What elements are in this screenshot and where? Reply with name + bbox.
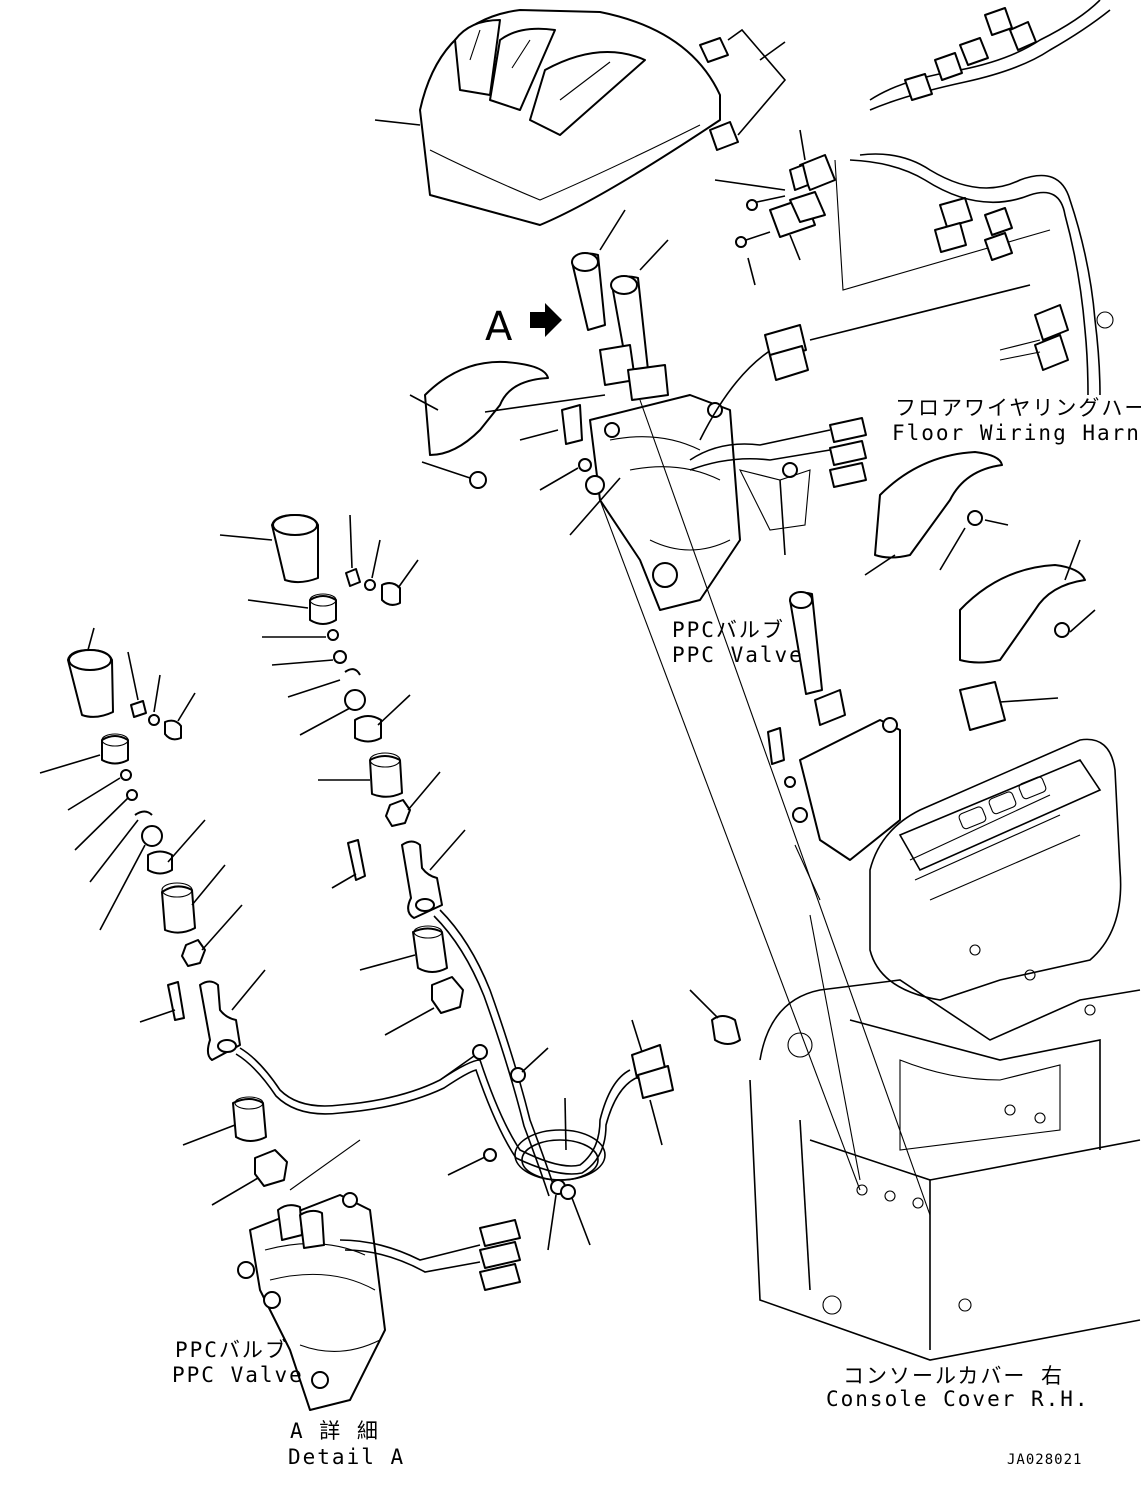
drawing-number: JA028021 (1007, 1452, 1082, 1468)
leader-lines (599, 399, 931, 1216)
detail-a-wiring (235, 909, 674, 1251)
floor-wiring-harness-jp-label: フロアワイヤリングハーネス (895, 396, 1141, 420)
left-cover-plate (409, 360, 606, 491)
detail-a-jp-label: A 詳 細 (290, 1419, 380, 1443)
console-cover-en-label: Console Cover R.H. (826, 1387, 1090, 1411)
ppc-valve-top-jp-label: PPCバルブ (672, 618, 785, 642)
right-cover-plates (864, 451, 1096, 731)
cover-caps (699, 28, 787, 151)
detail-a-left-stack (39, 627, 288, 1206)
right-lever-assembly (767, 591, 901, 861)
console-cover-rh (689, 738, 1141, 1361)
upper-connectors (714, 129, 1051, 291)
ppc-valve-bottom-en-label: PPC Valve (172, 1363, 304, 1387)
floor-wiring-harness (849, 0, 1114, 396)
console-cover-jp-label: コンソールカバー 右 (843, 1364, 1064, 1388)
view-marker-label: A (485, 304, 513, 350)
ppc-valve-top-en-label: PPC Valve (672, 643, 804, 667)
ppc-valve-bottom-jp-label: PPCバルブ (175, 1338, 288, 1362)
detail-a-en-label: Detail A (288, 1445, 405, 1469)
detail-a-right-stack (219, 514, 466, 1036)
floor-wiring-harness-en-label: Floor Wiring Harness (892, 421, 1141, 445)
ppc-valve-upper (569, 284, 1031, 611)
lever-cover (374, 9, 721, 226)
ppc-valve-lower (237, 1139, 521, 1411)
view-arrow-a (530, 303, 562, 337)
upper-levers (571, 209, 669, 401)
